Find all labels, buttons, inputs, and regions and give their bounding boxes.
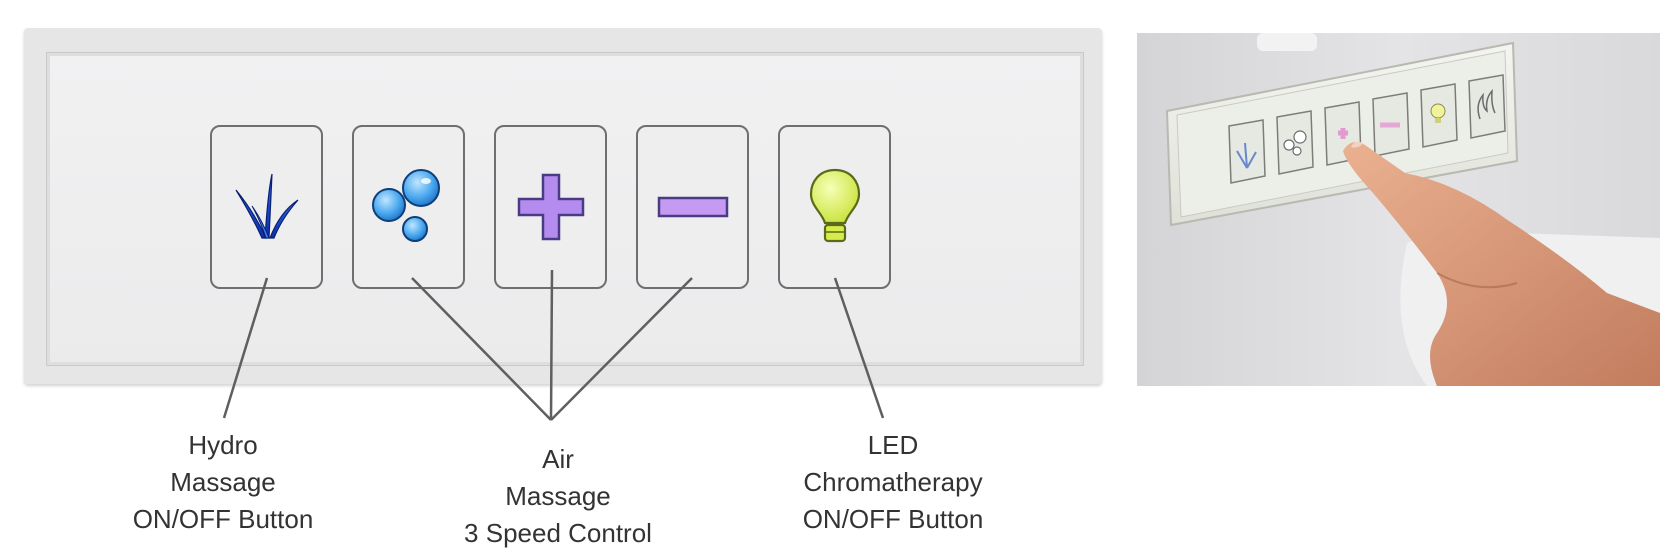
- minus-icon: [657, 196, 728, 218]
- light-bulb-icon: [809, 168, 860, 243]
- plus-icon: [517, 173, 584, 241]
- hydro-massage-label: Hydro Massage ON/OFF Button: [93, 427, 353, 538]
- air-callout-line-3: [550, 277, 693, 421]
- label-line: ON/OFF Button: [802, 504, 984, 534]
- hydro-massage-button[interactable]: [210, 125, 323, 289]
- hydro-callout-line: [222, 277, 269, 419]
- label-line: Chromatherapy: [803, 467, 983, 497]
- air-callout-line-2: [549, 269, 554, 421]
- led-chromatherapy-label: LED Chromatherapy ON/OFF Button: [763, 427, 1023, 538]
- air-callout-line-1: [411, 277, 552, 421]
- label-line: LED: [867, 430, 919, 460]
- air-bubbles-icon: [371, 169, 440, 242]
- label-line: Massage: [505, 481, 611, 511]
- air-massage-label: Air Massage 3 Speed Control: [428, 441, 688, 552]
- water-jet-icon: [1236, 142, 1257, 169]
- usage-photo: [1137, 33, 1660, 386]
- led-chromatherapy-button[interactable]: [778, 125, 891, 289]
- label-line: ON/OFF Button: [132, 504, 314, 534]
- label-line: Hydro: [188, 430, 258, 460]
- speed-minus-button[interactable]: [636, 125, 749, 289]
- air-massage-button[interactable]: [352, 125, 465, 289]
- speed-plus-button[interactable]: [494, 125, 607, 289]
- label-line: Massage: [170, 467, 276, 497]
- led-callout-line: [833, 277, 885, 419]
- label-line: 3 Speed Control: [464, 518, 652, 548]
- air-bubbles-icon: [1283, 130, 1307, 156]
- label-line: Air: [542, 444, 574, 474]
- usage-photo-illustration: [1137, 33, 1660, 386]
- plus-icon: [1338, 128, 1348, 139]
- flame-icon: [1477, 88, 1496, 120]
- light-bulb-icon: [1430, 103, 1446, 123]
- water-jet-icon: [234, 173, 298, 239]
